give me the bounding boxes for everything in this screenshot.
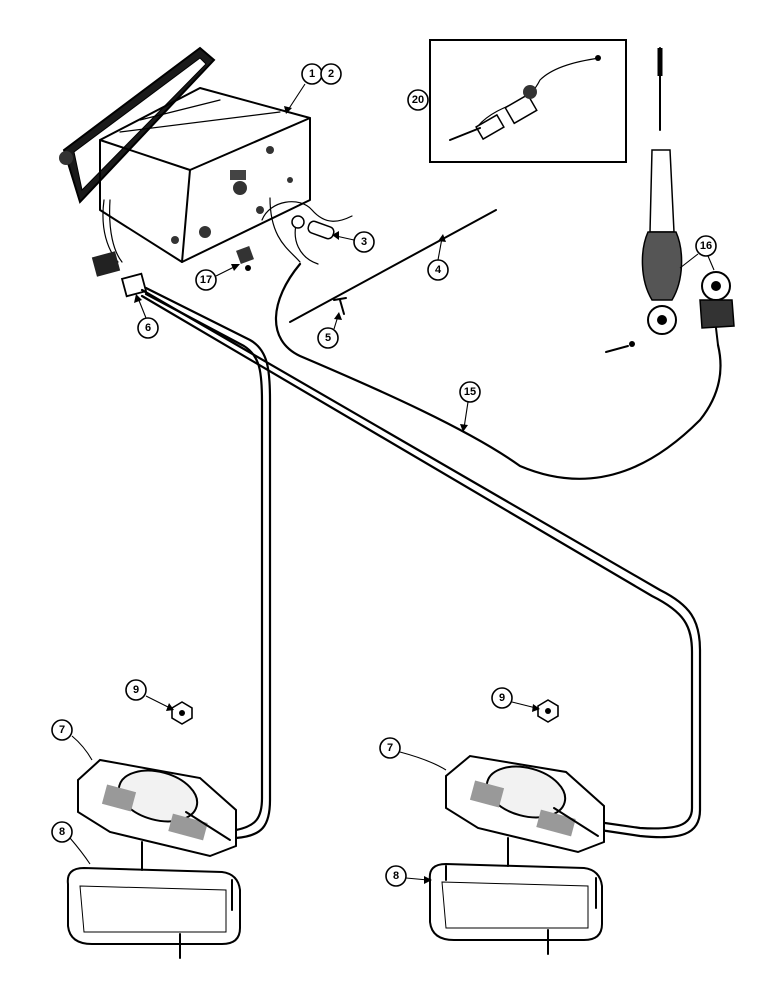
nut-right (537, 699, 559, 723)
callout-16: 16 (679, 235, 717, 271)
callout-8-right: 8 (385, 865, 432, 887)
cable-clamp (236, 246, 254, 271)
svg-text:8: 8 (59, 826, 65, 838)
speaker-right (445, 754, 605, 854)
nut-left (171, 701, 193, 725)
callout-9-left: 9 (125, 679, 174, 711)
svg-text:3: 3 (361, 236, 367, 248)
svg-text:1: 1 (309, 68, 315, 80)
svg-text:7: 7 (59, 724, 65, 736)
svg-text:4: 4 (435, 264, 442, 276)
antenna-lead (274, 262, 722, 480)
antenna (605, 47, 735, 353)
callout-6: 6 (134, 294, 159, 339)
grille-left (66, 841, 241, 959)
callout-7-left: 7 (51, 719, 93, 761)
svg-text:6: 6 (145, 322, 151, 334)
fuse-holder (261, 197, 353, 265)
right-speaker-harness (140, 288, 702, 839)
callout-15: 15 (459, 381, 481, 432)
screw (333, 297, 347, 315)
callout-7-right: 7 (379, 737, 447, 771)
svg-text:5: 5 (325, 332, 331, 344)
harness-connector (120, 272, 148, 298)
left-speaker-harness (144, 286, 272, 840)
callout-5: 5 (317, 312, 342, 349)
callout-17: 17 (195, 264, 240, 291)
callout-20: 20 (407, 89, 429, 111)
callout-3: 3 (332, 231, 375, 253)
svg-text:16: 16 (700, 240, 712, 252)
speaker-left (77, 758, 237, 858)
svg-text:20: 20 (412, 94, 424, 106)
callout-2: 2 (284, 63, 342, 114)
grille-right (428, 837, 603, 955)
svg-text:9: 9 (499, 692, 505, 704)
svg-text:7: 7 (387, 742, 393, 754)
rod (289, 209, 497, 323)
callout-8-left: 8 (51, 821, 91, 865)
callout-4: 4 (427, 234, 449, 281)
radio-unit (59, 46, 311, 277)
svg-text:2: 2 (328, 68, 334, 80)
svg-text:15: 15 (464, 386, 476, 398)
svg-text:9: 9 (133, 684, 139, 696)
svg-text:8: 8 (393, 870, 399, 882)
callout-9-right: 9 (491, 687, 540, 712)
svg-text:17: 17 (200, 274, 212, 286)
inset-detail-box (429, 39, 627, 163)
callout-1: 1 (301, 63, 323, 85)
